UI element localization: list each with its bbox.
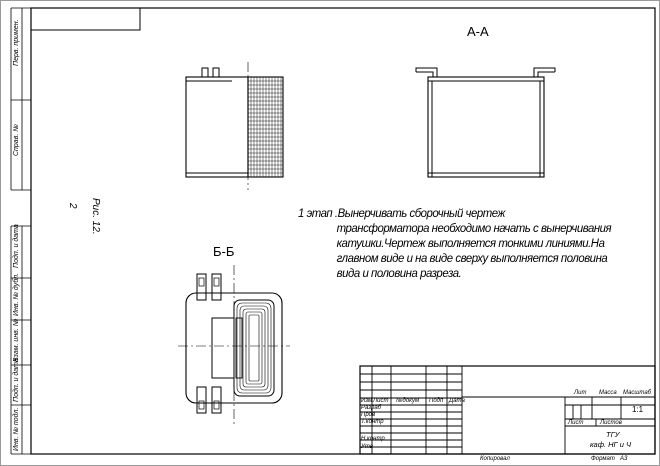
tb-org2: каф. НГ и Ч xyxy=(590,440,632,449)
note-line: трансформатора необходимо начать с вынер… xyxy=(336,221,612,235)
tb-list: Лист xyxy=(568,420,584,426)
note-line: главном виде и на виде сверху выполняетс… xyxy=(336,251,608,265)
tb-razrab: Разраб xyxy=(361,405,382,411)
tb-col-list: Лист xyxy=(373,398,389,404)
tb-listov: Листов xyxy=(600,420,622,426)
tb-massa: Масса xyxy=(599,390,617,396)
title-block xyxy=(359,365,656,455)
tb-prov: Пров xyxy=(361,412,376,418)
tb-format-value: А3 xyxy=(620,456,628,462)
drawing-frame xyxy=(30,7,656,455)
main-view-coil xyxy=(185,67,284,178)
margin-label-podp-data-2: Подп. и дата xyxy=(13,358,20,402)
tb-col-izm: Изм xyxy=(361,398,373,404)
tb-org1: ТГУ xyxy=(606,430,620,439)
tb-format: Формат xyxy=(591,456,615,462)
tb-kopiroval: Копировал xyxy=(480,456,510,462)
tb-scale-value: 1:1 xyxy=(632,405,644,414)
section-bb-winding-layers xyxy=(235,302,272,394)
section-aa-view xyxy=(415,67,556,178)
left-margin-strip xyxy=(10,7,31,455)
tb-col-ndokum: №докум xyxy=(396,398,420,404)
note-line: катушки.Чертеж выполняется тонкими линия… xyxy=(336,236,605,250)
tb-masshtab: Масштаб xyxy=(623,390,652,396)
note-line: вида и половина разреза. xyxy=(336,266,462,280)
margin-label-vzam-inv: Взам. инв. № xyxy=(13,318,20,362)
section-bb-label: Б-Б xyxy=(213,244,235,259)
margin-label-sprav-no: Справ. № xyxy=(13,124,20,156)
tb-nkontr: Н.контр xyxy=(361,436,385,442)
note-line: 1 этап .Вынерчивать сборочный чертеж xyxy=(298,206,505,220)
tb-lit: Лит xyxy=(574,390,587,396)
section-bb-axes xyxy=(178,265,290,425)
figure-number: 2 xyxy=(67,203,78,209)
margin-label-podp-data-1: Подп. и дата xyxy=(13,224,20,268)
coil-winding-hatch xyxy=(248,77,283,177)
margin-label-inv-podl: Инв. № подл. xyxy=(13,407,20,451)
top-left-stamp-box xyxy=(30,7,141,31)
figure-caption: Рис. 12. xyxy=(90,198,101,235)
margin-label-perv-primen: Перв. примен. xyxy=(13,19,20,66)
tb-col-podp: Подп xyxy=(429,398,444,404)
section-aa-label: А-А xyxy=(467,24,489,39)
tb-tkontr: Т.контр xyxy=(361,419,384,425)
margin-label-inv-dubl: Инв. № дубл. xyxy=(13,272,20,316)
tb-col-data: Дата xyxy=(449,398,465,404)
instruction-note: 1 этап .Вынерчивать сборочный чертеж тра… xyxy=(298,206,615,281)
tb-utv: Утв xyxy=(361,444,373,450)
